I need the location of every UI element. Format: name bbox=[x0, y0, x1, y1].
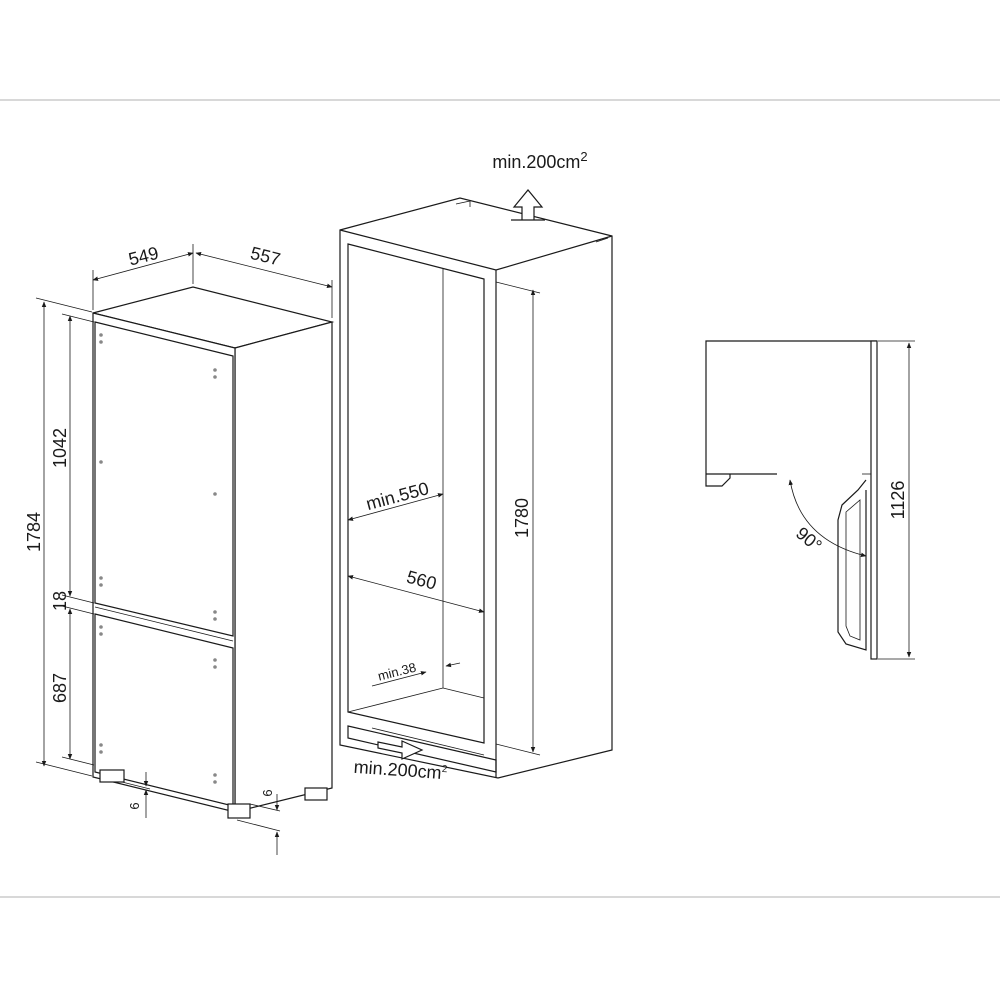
door-height-label: 1126 bbox=[888, 481, 908, 520]
hinge-dots bbox=[99, 333, 217, 784]
fridge-height-label: 1042 bbox=[50, 428, 70, 468]
total-height-label: 1784 bbox=[24, 512, 44, 552]
foot-right-label: 6 bbox=[260, 789, 275, 796]
open-door-tray bbox=[837, 479, 867, 651]
door-detail-drawing: 90° 1126 bbox=[705, 340, 915, 660]
angle-label: 90° bbox=[792, 523, 826, 556]
width-label: 557 bbox=[248, 243, 282, 270]
vent-top-arrow-icon bbox=[511, 189, 545, 221]
vent-top-label: min.200cm2 bbox=[492, 149, 587, 172]
niche-height-label: 1780 bbox=[512, 498, 532, 538]
vent-bottom-arrow-icon bbox=[377, 740, 424, 760]
appliance-drawing: 549 557 1784 1042 18 687 6 6 bbox=[24, 243, 335, 855]
niche-drawing: min.200cm2 min.200cm2 min.550 560 min.38… bbox=[339, 149, 613, 783]
freezer-height-label: 687 bbox=[50, 673, 70, 703]
foot-left-label: 6 bbox=[127, 802, 142, 809]
gap-height-label: 18 bbox=[50, 591, 70, 611]
depth-label: 549 bbox=[127, 243, 161, 270]
